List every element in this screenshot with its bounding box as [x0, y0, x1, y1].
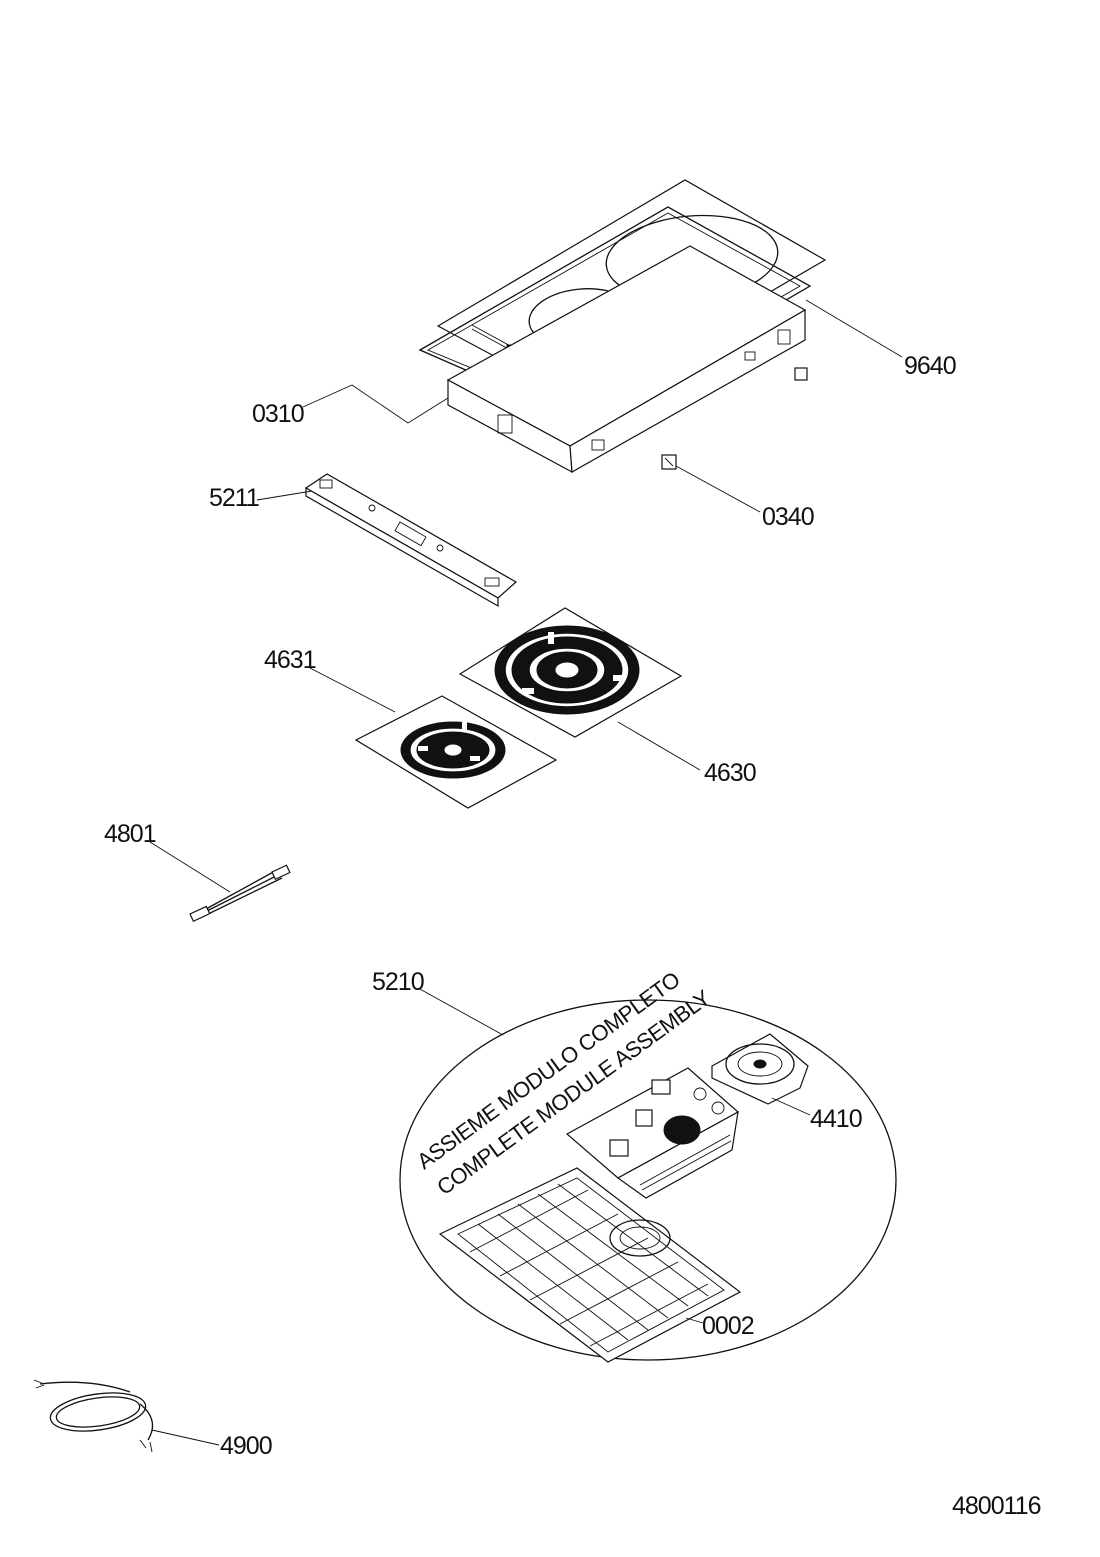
leader-lines [149, 299, 903, 1446]
control-board-strip [304, 473, 518, 608]
base-tray [438, 1167, 742, 1363]
ribbon-cable [189, 864, 291, 923]
label-0002: 0002 [702, 1312, 754, 1340]
label-9640: 9640 [904, 352, 956, 380]
label-0340: 0340 [762, 503, 814, 531]
small-induction-coil [354, 695, 558, 809]
label-4900: 4900 [220, 1432, 272, 1460]
corner-clip [794, 367, 808, 381]
label-4410: 4410 [810, 1105, 862, 1133]
large-induction-coil [458, 607, 683, 738]
housing-box [446, 245, 807, 474]
label-5211: 5211 [209, 484, 259, 512]
power-board [565, 1067, 740, 1199]
label-4630: 4630 [704, 759, 756, 787]
drawing-number: 4800116 [952, 1492, 1041, 1520]
power-cord [33, 1379, 154, 1453]
label-4631: 4631 [264, 646, 316, 674]
mounting-bracket [661, 454, 677, 470]
cooling-fan [711, 1033, 809, 1105]
label-5210: 5210 [372, 968, 424, 996]
label-4801: 4801 [104, 820, 156, 848]
label-0310: 0310 [252, 400, 304, 428]
module-assembly-outline [399, 999, 897, 1361]
